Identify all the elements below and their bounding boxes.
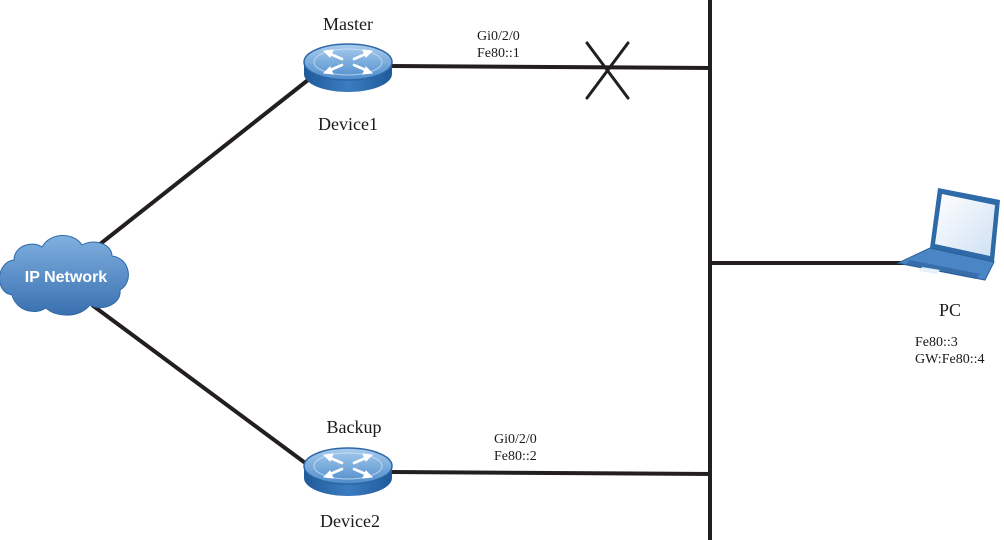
link-cloud-master — [88, 78, 310, 254]
link-cloud-backup — [90, 303, 310, 467]
master-interface-label: Gi0/2/0 — [477, 29, 520, 44]
laptop-icon — [896, 188, 1000, 281]
pc-address-label: Fe80::3 — [915, 335, 958, 350]
master-router[interactable]: Master Device1 — [302, 14, 394, 134]
backup-interface-label: Gi0/2/0 — [494, 432, 537, 447]
pc-gateway-label: GW:Fe80::4 — [915, 352, 984, 367]
router-icon — [302, 42, 394, 94]
cloud-icon — [0, 235, 129, 316]
router-icon — [302, 446, 394, 498]
link-failure-x-icon — [585, 41, 630, 100]
cloud-label: IP Network — [25, 269, 108, 286]
backup-address-label: Fe80::2 — [494, 449, 537, 464]
pc-name: PC — [939, 300, 961, 320]
master-address-label: Fe80::1 — [477, 46, 520, 61]
ip-network-cloud: IP Network — [0, 235, 129, 316]
backup-router[interactable]: Backup Device2 — [302, 417, 394, 531]
master-role-label: Master — [323, 14, 373, 34]
link-master-lan — [391, 64, 713, 70]
link-backup-lan — [391, 470, 713, 476]
backup-device-name: Device2 — [320, 511, 380, 531]
pc-node[interactable]: PC — [896, 188, 1000, 320]
backup-role-label: Backup — [327, 417, 382, 437]
master-device-name: Device1 — [318, 114, 378, 134]
